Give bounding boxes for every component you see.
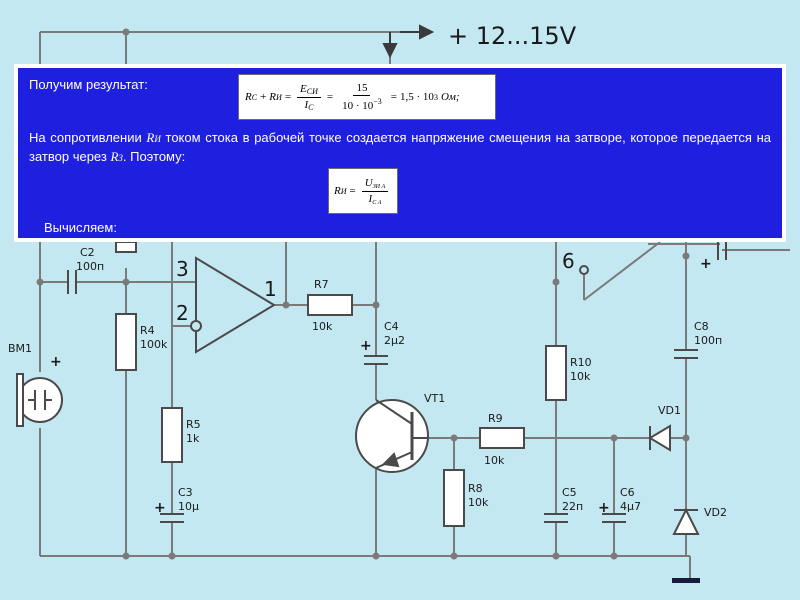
capacitor-c8 [674,349,698,359]
bm1-label: BM1 [8,342,32,355]
c2-value: 100п [76,260,104,273]
cap-top-right-plus: + [700,256,712,272]
pin-3-label: 3 [176,257,189,281]
ground-icon [672,578,700,583]
calc-label: Вычисляем: [44,220,117,235]
fraction-e-over-i: EСИ IС [297,83,321,112]
resistor-top [115,241,137,253]
c2-label: C2 [80,246,95,259]
r9-value: 10k [484,454,505,467]
r10-label: R10 [570,356,592,369]
resistor-r7 [307,294,353,316]
r8-label: R8 [468,482,483,495]
capacitor-c6 [602,513,626,523]
result-label: Получим результат: [29,77,148,92]
resistor-r10 [545,345,567,401]
resistor-r4 [115,313,137,371]
c3-plus: + [154,500,166,516]
r8-value: 10k [468,496,489,509]
r5-value: 1k [186,432,200,445]
r10-value: 10k [570,370,591,383]
capacitor-top-right [717,240,727,260]
c4-value: 2µ2 [384,334,405,347]
capacitor-c5 [544,513,568,523]
supply-arrow-icon [382,24,435,59]
c6-plus: + [598,500,610,516]
pin-6-label: 6 [562,249,575,273]
c6-label: C6 [620,486,635,499]
vd1-label: VD1 [658,404,681,417]
wires [39,31,790,578]
c3-label: C3 [178,486,193,499]
diode-vd1-icon [648,424,671,452]
vd2-label: VD2 [704,506,727,519]
bm1-plus: + [50,354,62,370]
r4-value: 100k [140,338,168,351]
c5-label: C5 [562,486,577,499]
pin-1-label: 1 [264,277,277,301]
opamp-triangle [190,256,276,354]
c6-value: 4µ7 [620,500,641,513]
microphone-icon [16,373,63,427]
r4-label: R4 [140,324,155,337]
c8-value: 100п [694,334,722,347]
c3-value: 10µ [178,500,199,513]
supply-label: + 12...15V [448,22,577,50]
diode-vd2-icon [672,507,700,535]
junctions [36,28,690,560]
pin-6-junction [579,265,589,275]
r7-label: R7 [314,278,329,291]
explanation-paragraph: На сопротивлении RИ током стока в рабоче… [29,130,771,164]
fraction-numeric: 15 10 · 10−3 [342,82,382,112]
r9-label: R9 [488,412,503,425]
resistor-r9 [479,427,525,449]
r7-value: 10k [312,320,333,333]
vt1-label: VT1 [424,392,445,405]
c5-value: 22п [562,500,583,513]
transistor-icon [355,399,429,473]
r5-label: R5 [186,418,201,431]
capacitor-c2 [67,270,77,294]
c4-label: C4 [384,320,399,333]
capacitor-c3 [160,513,184,523]
resistor-r5 [161,407,183,463]
capacitor-c4 [364,355,388,365]
fraction-u-over-i: UЗИ А IС А [361,177,389,206]
resistor-r8 [443,469,465,527]
pin-2-label: 2 [176,301,189,325]
c8-label: C8 [694,320,709,333]
c4-plus: + [360,338,372,354]
